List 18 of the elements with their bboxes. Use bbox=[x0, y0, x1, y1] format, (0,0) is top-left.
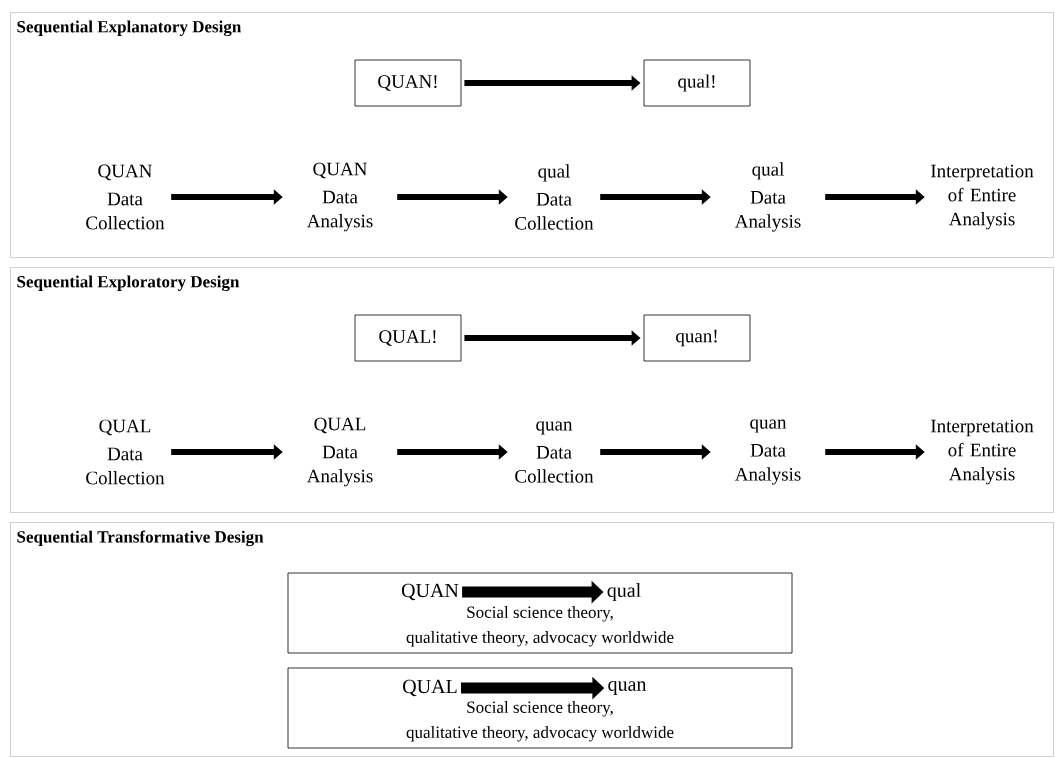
phase-box: QUAL! bbox=[354, 314, 462, 362]
phase-label: QUAN bbox=[401, 583, 459, 601]
step-label: qual Data Analysis bbox=[734, 162, 801, 232]
step-label: qual Data Collection bbox=[515, 164, 594, 230]
phase-box: quan! bbox=[643, 314, 751, 362]
step-label: quan Data Analysis bbox=[734, 419, 801, 485]
phase-box: QUAN! bbox=[354, 59, 462, 107]
phase-label: qual bbox=[607, 582, 641, 602]
step-label: Interpretation of Entire Analysis bbox=[931, 164, 1034, 230]
phase-box: qual! bbox=[643, 59, 751, 107]
step-label: QUAN Data Analysis bbox=[306, 162, 373, 232]
phase-label: QUAL bbox=[403, 679, 457, 697]
step-label: quan Data Collection bbox=[515, 421, 594, 483]
step-label: Interpretation of Entire Analysis bbox=[931, 419, 1034, 485]
phase-label: quan bbox=[608, 681, 647, 695]
step-label: QUAL Data Analysis bbox=[306, 417, 373, 487]
step-label: QUAL Data Collection bbox=[86, 419, 165, 485]
step-label: QUAN Data Collection bbox=[86, 164, 165, 230]
